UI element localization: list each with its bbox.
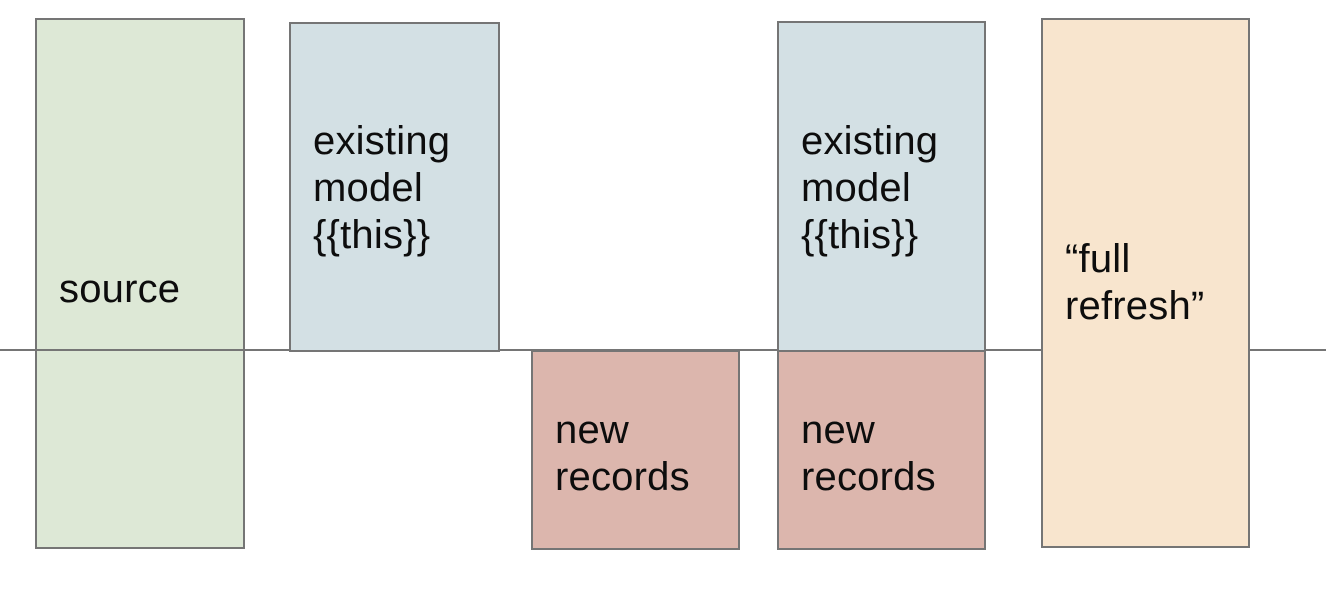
box-existing-model-left-label-line: {{this}} <box>313 213 431 257</box>
box-source-label-line: source <box>59 267 181 311</box>
box-full-refresh-label: “full refresh” <box>1065 236 1204 330</box>
box-existing-model-right-label-line: existing <box>801 118 939 163</box>
box-full-refresh-label-line: “full <box>1065 237 1131 281</box>
box-existing-model-left-label: existing model {{this}} <box>313 118 450 259</box>
box-new-records-left-label-line: records <box>555 455 690 499</box>
box-existing-model-left-label-line: model <box>313 166 423 210</box>
box-existing-model-left: existing model {{this}} <box>289 22 500 352</box>
box-new-records-right: new records <box>777 350 986 550</box>
box-new-records-right-label: new records <box>801 407 936 501</box>
box-new-records-left-label: new records <box>555 407 690 501</box>
box-new-records-right-label-line: records <box>801 455 936 499</box>
box-existing-model-right: existing model {{this}} <box>777 21 986 352</box>
box-new-records-right-label-line: new <box>801 408 875 452</box>
box-existing-model-right-label-line: {{this}} <box>801 212 919 257</box>
box-new-records-left: new records <box>531 350 740 550</box>
box-source-label: source <box>59 266 180 313</box>
box-existing-model-right-label-line: model <box>801 165 911 210</box>
box-existing-model-right-label: existing model {{this}} <box>801 118 938 259</box>
box-new-records-left-label-line: new <box>555 408 629 452</box>
box-full-refresh: “full refresh” <box>1041 18 1250 548</box>
box-existing-model-left-label-line: existing <box>313 119 451 163</box>
box-source: source <box>35 18 245 549</box>
box-full-refresh-label-line: refresh” <box>1065 284 1205 328</box>
